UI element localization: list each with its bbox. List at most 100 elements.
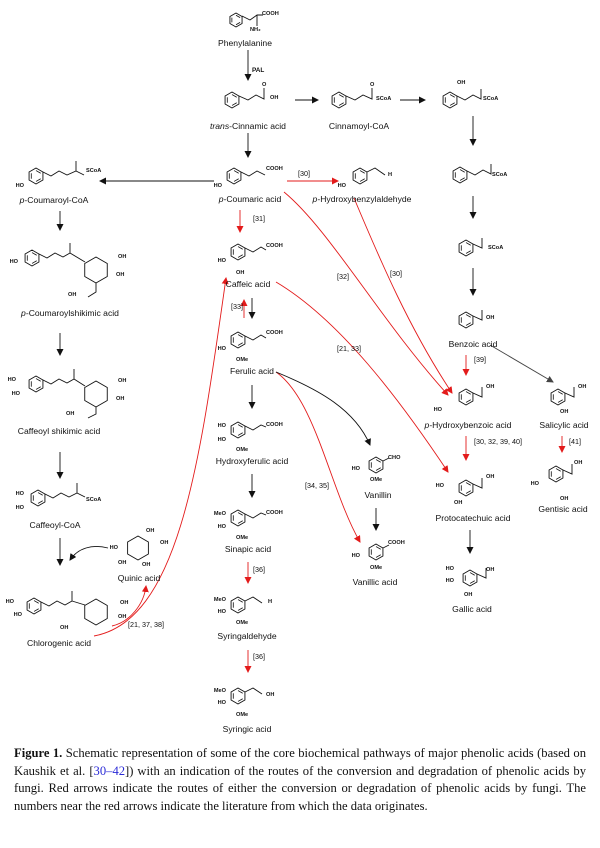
p-coumaroyl-coa-side-chain xyxy=(42,161,85,177)
cinnamoyl-coa-side-chain xyxy=(345,88,373,101)
protocatechuic-acid-double-bond-1 xyxy=(465,490,471,494)
syringaldehyde-ring xyxy=(230,596,246,614)
caffeoyl-shikimic-aromatic-double-bond-0 xyxy=(35,378,41,382)
caption-text-1: Schematic representation of some of the … xyxy=(14,746,587,778)
label-syringic-acid: Syringic acid xyxy=(222,724,272,734)
caffeoyl-coa-ring xyxy=(30,489,46,507)
p-hydroxybenzoic-acid-ring xyxy=(458,388,474,406)
vanillin-double-bond-0 xyxy=(375,459,381,463)
atom-chloro-ho1: HO xyxy=(5,599,14,605)
red-arrow-caffeic-to-protocatechuic xyxy=(275,281,449,473)
p-hydroxybenzoic-acid-double-bond-1 xyxy=(465,399,471,403)
atom-quinic-ho: HO xyxy=(109,545,118,551)
atom-caffshik-ho1: HO xyxy=(7,377,16,383)
hydroxy-acyl-coa-double-bond-1 xyxy=(449,102,455,106)
atom-chloro-oh3: OH xyxy=(60,625,69,631)
atom-gallic-ho2: HO xyxy=(445,578,454,584)
p-coumaroyl-coa-double-bond-0 xyxy=(35,170,41,174)
enzyme-pal: PAL xyxy=(252,67,265,74)
p-hydroxybenzoic-acid-side-chain xyxy=(472,387,483,398)
sinapic-acid-ring xyxy=(230,509,246,527)
atom-hydroxyferulic-ome: OMe xyxy=(236,447,249,453)
gallic-acid-double-bond-0 xyxy=(469,572,475,576)
gallic-acid-side-chain xyxy=(476,568,487,579)
label-caffeic-acid: Caffeic acid xyxy=(225,279,271,289)
atom-chloro-oh2: OH xyxy=(118,614,127,620)
benzoic-acid-double-bond-0 xyxy=(465,314,471,318)
caffeoyl-shikimic-ester-bond xyxy=(73,378,86,387)
vanillic-acid-double-bond-1 xyxy=(375,554,381,558)
cinnamoyl-coa-ring xyxy=(331,91,347,109)
atom-ferulic-cooh: COOH xyxy=(266,330,283,336)
atom-sinapic-ome: OMe xyxy=(236,535,249,541)
atom-syringic-ho: HO xyxy=(217,700,226,706)
atom-salicylic-oh2: OH xyxy=(560,409,569,415)
atom-phe-nh2: NH₂ xyxy=(250,27,261,33)
label-p-hydroxybenzoic-acid: p-Hydroxybenzoic acid xyxy=(424,420,512,430)
atom-caffeic-cooh: COOH xyxy=(266,243,283,249)
atom-caffshik-oh3: OH xyxy=(66,411,75,417)
label-sinapic-acid: Sinapic acid xyxy=(224,544,272,554)
caffeic-acid-double-bond-0 xyxy=(237,246,243,250)
p-hydroxybenzaldehyde-double-bond-1 xyxy=(359,178,365,182)
label-p-coumaroylshikimic-acid: p-Coumaroylshikimic acid xyxy=(21,308,119,318)
atom-gallic-ho1: HO xyxy=(445,566,454,572)
atom-gallic-oh2: OH xyxy=(486,567,495,573)
p-coumaroylshikimic-aromatic-ring xyxy=(24,249,40,267)
atom-caffcoa-scoa: SCoA xyxy=(86,497,102,503)
p-coumaroylshikimic-cyclo-ring xyxy=(84,256,108,284)
label-gentisic-acid: Gentisic acid xyxy=(538,504,588,514)
red-arrow-ferulic-to-vanillic xyxy=(275,371,361,543)
atom-gallic-oh: OH xyxy=(464,592,473,598)
label-cinnamoyl-coa: Cinnamoyl-CoA xyxy=(328,121,390,131)
caffeic-acid-side-chain xyxy=(244,246,267,253)
p-hydroxybenzaldehyde-ring xyxy=(352,167,368,185)
p-coumaroylshikimic-aromatic-double-bond-1 xyxy=(31,260,37,264)
syringaldehyde-side-chain xyxy=(244,596,263,604)
arrow-benzoic-to-salicylic xyxy=(489,344,554,383)
atom-caffcoa-ho1: HO xyxy=(15,491,24,497)
ferulic-acid-double-bond-0 xyxy=(237,334,243,338)
ref-39: [39] xyxy=(474,355,486,364)
chlorogenic-cyclo-ring xyxy=(84,598,108,626)
label-syringaldehyde: Syringaldehyde xyxy=(217,631,277,641)
pathway-diagram: Phenylalanine trans-Cinnamic acid Cinnam… xyxy=(5,11,589,734)
atom-hydroxyferulic-ho1: HO xyxy=(217,423,226,429)
atom-protocatechuic-oh2: OH xyxy=(486,474,495,480)
hydroxy-acyl-coa-ring xyxy=(442,91,458,109)
benzoyl-coa-double-bond-1 xyxy=(465,250,471,254)
caffeoyl-coa-side-chain xyxy=(44,483,86,499)
caffeoyl-coa-double-bond-1 xyxy=(37,500,43,504)
p-coumaroylshikimic-ester-bond xyxy=(69,252,86,263)
atom-shikimic-oh2: OH xyxy=(116,272,125,278)
caption-reference-link[interactable]: 30–42 xyxy=(93,763,126,778)
red-arrow-aldehyde-to-hydroxybenzoic xyxy=(353,197,453,394)
atom-shikimic-ho: HO xyxy=(9,259,18,265)
cinnamic-acid-double-bond-0 xyxy=(231,94,237,98)
chlorogenic-aromatic-double-bond-0 xyxy=(33,600,39,604)
p-hydroxybenzaldehyde-side-chain xyxy=(366,167,386,176)
benzoyl-coa-side-chain xyxy=(472,238,483,249)
gentisic-acid-double-bond-0 xyxy=(555,468,561,472)
atom-quinic-oh4: OH xyxy=(142,562,151,568)
figure-caption: Figure 1. Schematic representation of so… xyxy=(14,745,586,815)
ref-30-32-39-40: [30, 32, 39, 40] xyxy=(474,437,522,446)
vanillin-double-bond-1 xyxy=(375,467,381,471)
atom-cinnamoyl-o: O xyxy=(370,82,375,88)
cinnamic-acid-side-chain xyxy=(238,88,265,101)
atom-caffshik-oh2: OH xyxy=(116,396,125,402)
hydroxyferulic-acid-double-bond-0 xyxy=(237,424,243,428)
atom-syringic-meo: MeO xyxy=(213,688,226,694)
ref-36-syringic: [36] xyxy=(253,652,265,661)
vanillin-ring xyxy=(368,456,384,474)
caffeoyl-shikimic-aromatic-double-bond-1 xyxy=(35,386,41,390)
atom-vanillin-cho: CHO xyxy=(388,455,401,461)
chlorogenic-aromatic-double-bond-1 xyxy=(33,608,39,612)
atom-benzoic-oh: OH xyxy=(486,315,495,321)
benzoyl-coa-double-bond-0 xyxy=(465,242,471,246)
hydroxy-acyl-coa-double-bond-0 xyxy=(449,94,455,98)
atom-quinic-oh3: OH xyxy=(118,560,127,566)
atom-protocatechuic-ho1: HO xyxy=(435,483,444,489)
p-coumaroylshikimic-aromatic-side-chain xyxy=(38,243,71,259)
label-p-hydroxybenzylaldehyde: p-Hydroxybenzylaldehyde xyxy=(312,194,412,204)
